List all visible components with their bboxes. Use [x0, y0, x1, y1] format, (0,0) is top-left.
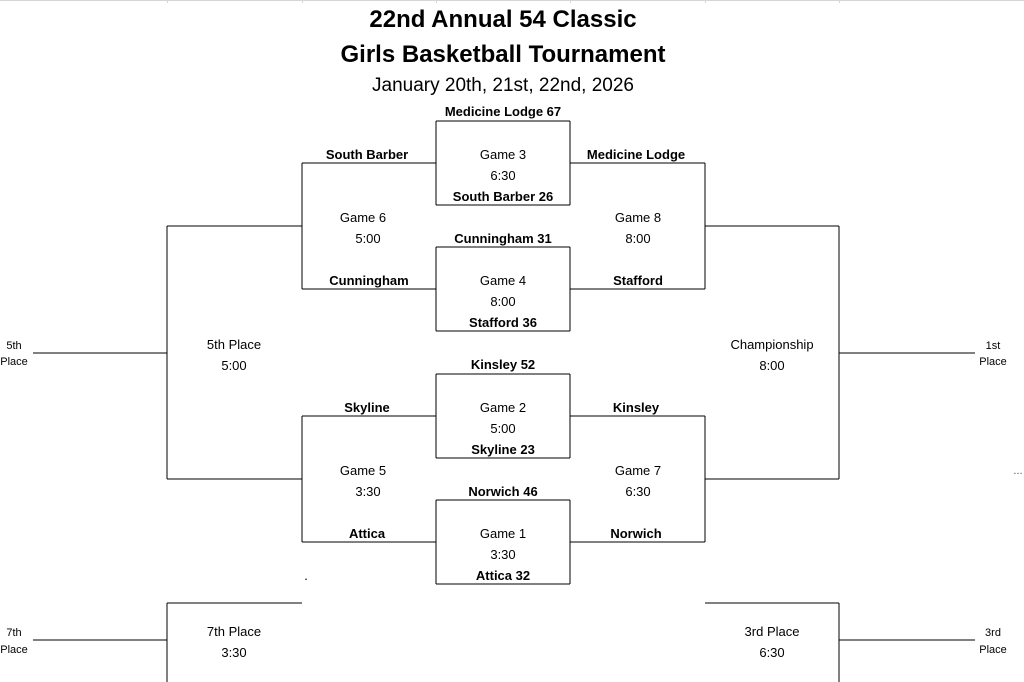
- seventh-place-time: 3:30: [221, 645, 247, 660]
- sheet-top-border: [0, 0, 1024, 1]
- game3-label: Game 3: [479, 147, 527, 162]
- championship-time: 8:00: [759, 358, 785, 373]
- fifth-place-side-line2: Place: [0, 356, 28, 368]
- game6-time: 5:00: [355, 231, 381, 246]
- game3-time: 6:30: [490, 168, 516, 183]
- column-tick: [436, 0, 437, 3]
- third-place-label: 3rd Place: [744, 624, 800, 639]
- column-tick: [167, 0, 168, 3]
- fifth-place-time: 5:00: [221, 358, 247, 373]
- game2-bottom-result: Skyline 23: [471, 442, 535, 457]
- game2-time: 5:00: [490, 421, 516, 436]
- game7-label: Game 7: [614, 463, 662, 478]
- column-tick: [839, 0, 840, 3]
- game5-top-team: Skyline: [344, 400, 390, 415]
- game1-time: 3:30: [490, 547, 516, 562]
- third-place-side-line2: Place: [979, 644, 1007, 656]
- game8-label: Game 8: [614, 210, 662, 225]
- game7-time: 6:30: [625, 484, 651, 499]
- stray-dot: .: [304, 568, 308, 583]
- game5-time: 3:30: [355, 484, 381, 499]
- game6-bottom-team: Cunningham: [329, 273, 409, 288]
- column-tick: [302, 0, 303, 3]
- first-place-side-line1: 1st: [985, 340, 1001, 352]
- third-place-side-line1: 3rd: [985, 627, 1001, 639]
- game4-top-result: Cunningham 31: [454, 231, 552, 246]
- game3-bottom-result: South Barber 26: [452, 189, 554, 204]
- tournament-title-line1: 22nd Annual 54 Classic: [369, 6, 637, 33]
- game7-bottom-team: Norwich: [610, 526, 662, 541]
- tournament-dates: January 20th, 21st, 22nd, 2026: [372, 75, 634, 96]
- championship-label: Championship: [730, 337, 814, 352]
- third-place-time: 6:30: [759, 645, 785, 660]
- seventh-place-side-line1: 7th: [6, 627, 22, 639]
- game5-label: Game 5: [339, 463, 387, 478]
- game2-top-result: Kinsley 52: [470, 357, 536, 372]
- column-tick: [570, 0, 571, 3]
- game4-time: 8:00: [490, 294, 516, 309]
- game7-top-team: Kinsley: [612, 400, 660, 415]
- overflow-ellipsis: ...: [1013, 465, 1023, 477]
- game1-top-result: Norwich 46: [468, 484, 538, 499]
- tournament-title-line2: Girls Basketball Tournament: [340, 41, 666, 68]
- fifth-place-side-line1: 5th: [6, 340, 22, 352]
- game6-label: Game 6: [339, 210, 387, 225]
- game6-top-team: South Barber: [325, 147, 409, 162]
- game4-bottom-result: Stafford 36: [469, 315, 537, 330]
- game1-bottom-result: Attica 32: [475, 568, 531, 583]
- game8-time: 8:00: [625, 231, 651, 246]
- game1-label: Game 1: [479, 526, 527, 541]
- column-tick: [705, 0, 706, 3]
- seventh-place-label: 7th Place: [206, 624, 262, 639]
- game2-label: Game 2: [479, 400, 527, 415]
- game5-bottom-team: Attica: [348, 526, 386, 541]
- game3-top-result: Medicine Lodge 67: [444, 104, 562, 119]
- first-place-side-line2: Place: [979, 356, 1007, 368]
- fifth-place-label: 5th Place: [206, 337, 262, 352]
- game8-bottom-team: Stafford: [613, 273, 663, 288]
- game4-label: Game 4: [479, 273, 527, 288]
- seventh-place-side-line2: Place: [0, 644, 28, 656]
- game8-top-team: Medicine Lodge: [586, 147, 686, 162]
